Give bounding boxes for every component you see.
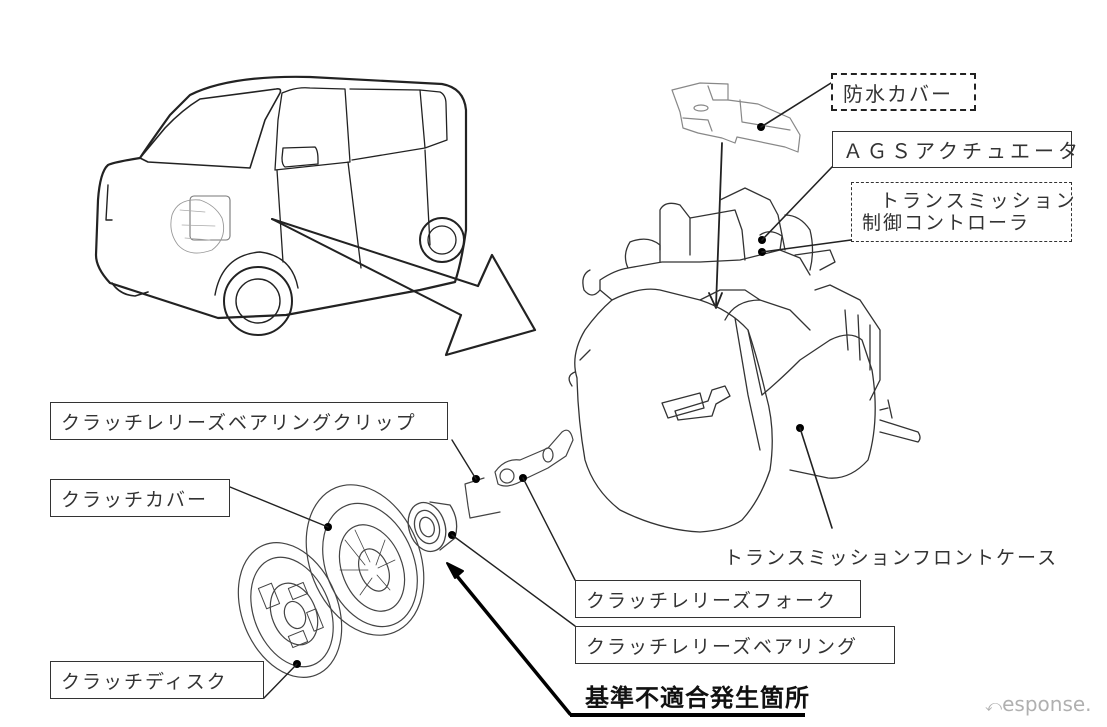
big-arrow-icon xyxy=(444,253,537,357)
label-release-bearing-clip: クラッチレリーズベアリングクリップ xyxy=(50,402,448,440)
defect-arrow-head-icon xyxy=(446,562,464,579)
label-tcu-line2: 制御コントローラ xyxy=(862,212,1031,234)
release-fork-leader xyxy=(522,477,576,581)
release-bearing-clip-part xyxy=(464,477,501,519)
clip-leader xyxy=(451,439,477,480)
van-pointer-lines xyxy=(271,218,479,316)
front-case-leader xyxy=(799,427,833,529)
waterproof-cover-leader xyxy=(760,82,832,128)
defect-pointer-line xyxy=(450,568,572,716)
release-bearing-part xyxy=(407,501,458,553)
release-bearing-leader xyxy=(451,534,576,627)
van-illustration xyxy=(94,75,468,336)
label-clutch-cover: クラッチカバー xyxy=(50,479,230,517)
drop-arrow-head-icon xyxy=(708,292,723,309)
release-fork-part xyxy=(494,429,574,487)
label-waterproof-cover: 防水カバー xyxy=(831,73,976,111)
label-transmission-controller: トランスミッション 制御コントローラ xyxy=(851,182,1075,242)
label-release-bearing: クラッチレリーズベアリング xyxy=(575,626,895,664)
label-tcu-line1: トランスミッション xyxy=(880,190,1078,212)
transmission-illustration xyxy=(568,187,921,533)
label-clutch-disc: クラッチディスク xyxy=(50,661,264,699)
label-release-fork: クラッチレリーズフォーク xyxy=(575,580,861,618)
watermark-text: esponse. xyxy=(1002,692,1092,716)
clutch-disc-part xyxy=(237,542,343,678)
tcu-leader xyxy=(761,239,852,253)
clutch-disc-leader xyxy=(263,663,298,699)
clutch-cover-leader xyxy=(229,486,329,528)
response-watermark: ⤺esponse. xyxy=(985,692,1092,716)
label-ags-actuator: ＡＧＳアクチュエータ xyxy=(832,131,1078,168)
label-transmission-front-case: トランスミッションフロントケース xyxy=(724,547,1059,569)
drop-arrow-line xyxy=(715,142,723,307)
response-logo-arrow-icon: ⤺ xyxy=(985,696,1003,715)
clutch-cover-part xyxy=(305,484,425,636)
ags-actuator-leader xyxy=(761,166,833,241)
waterproof-cover-part xyxy=(671,82,801,153)
defect-underline xyxy=(570,713,805,717)
label-defect-location: 基準不適合発生箇所 xyxy=(585,684,810,712)
